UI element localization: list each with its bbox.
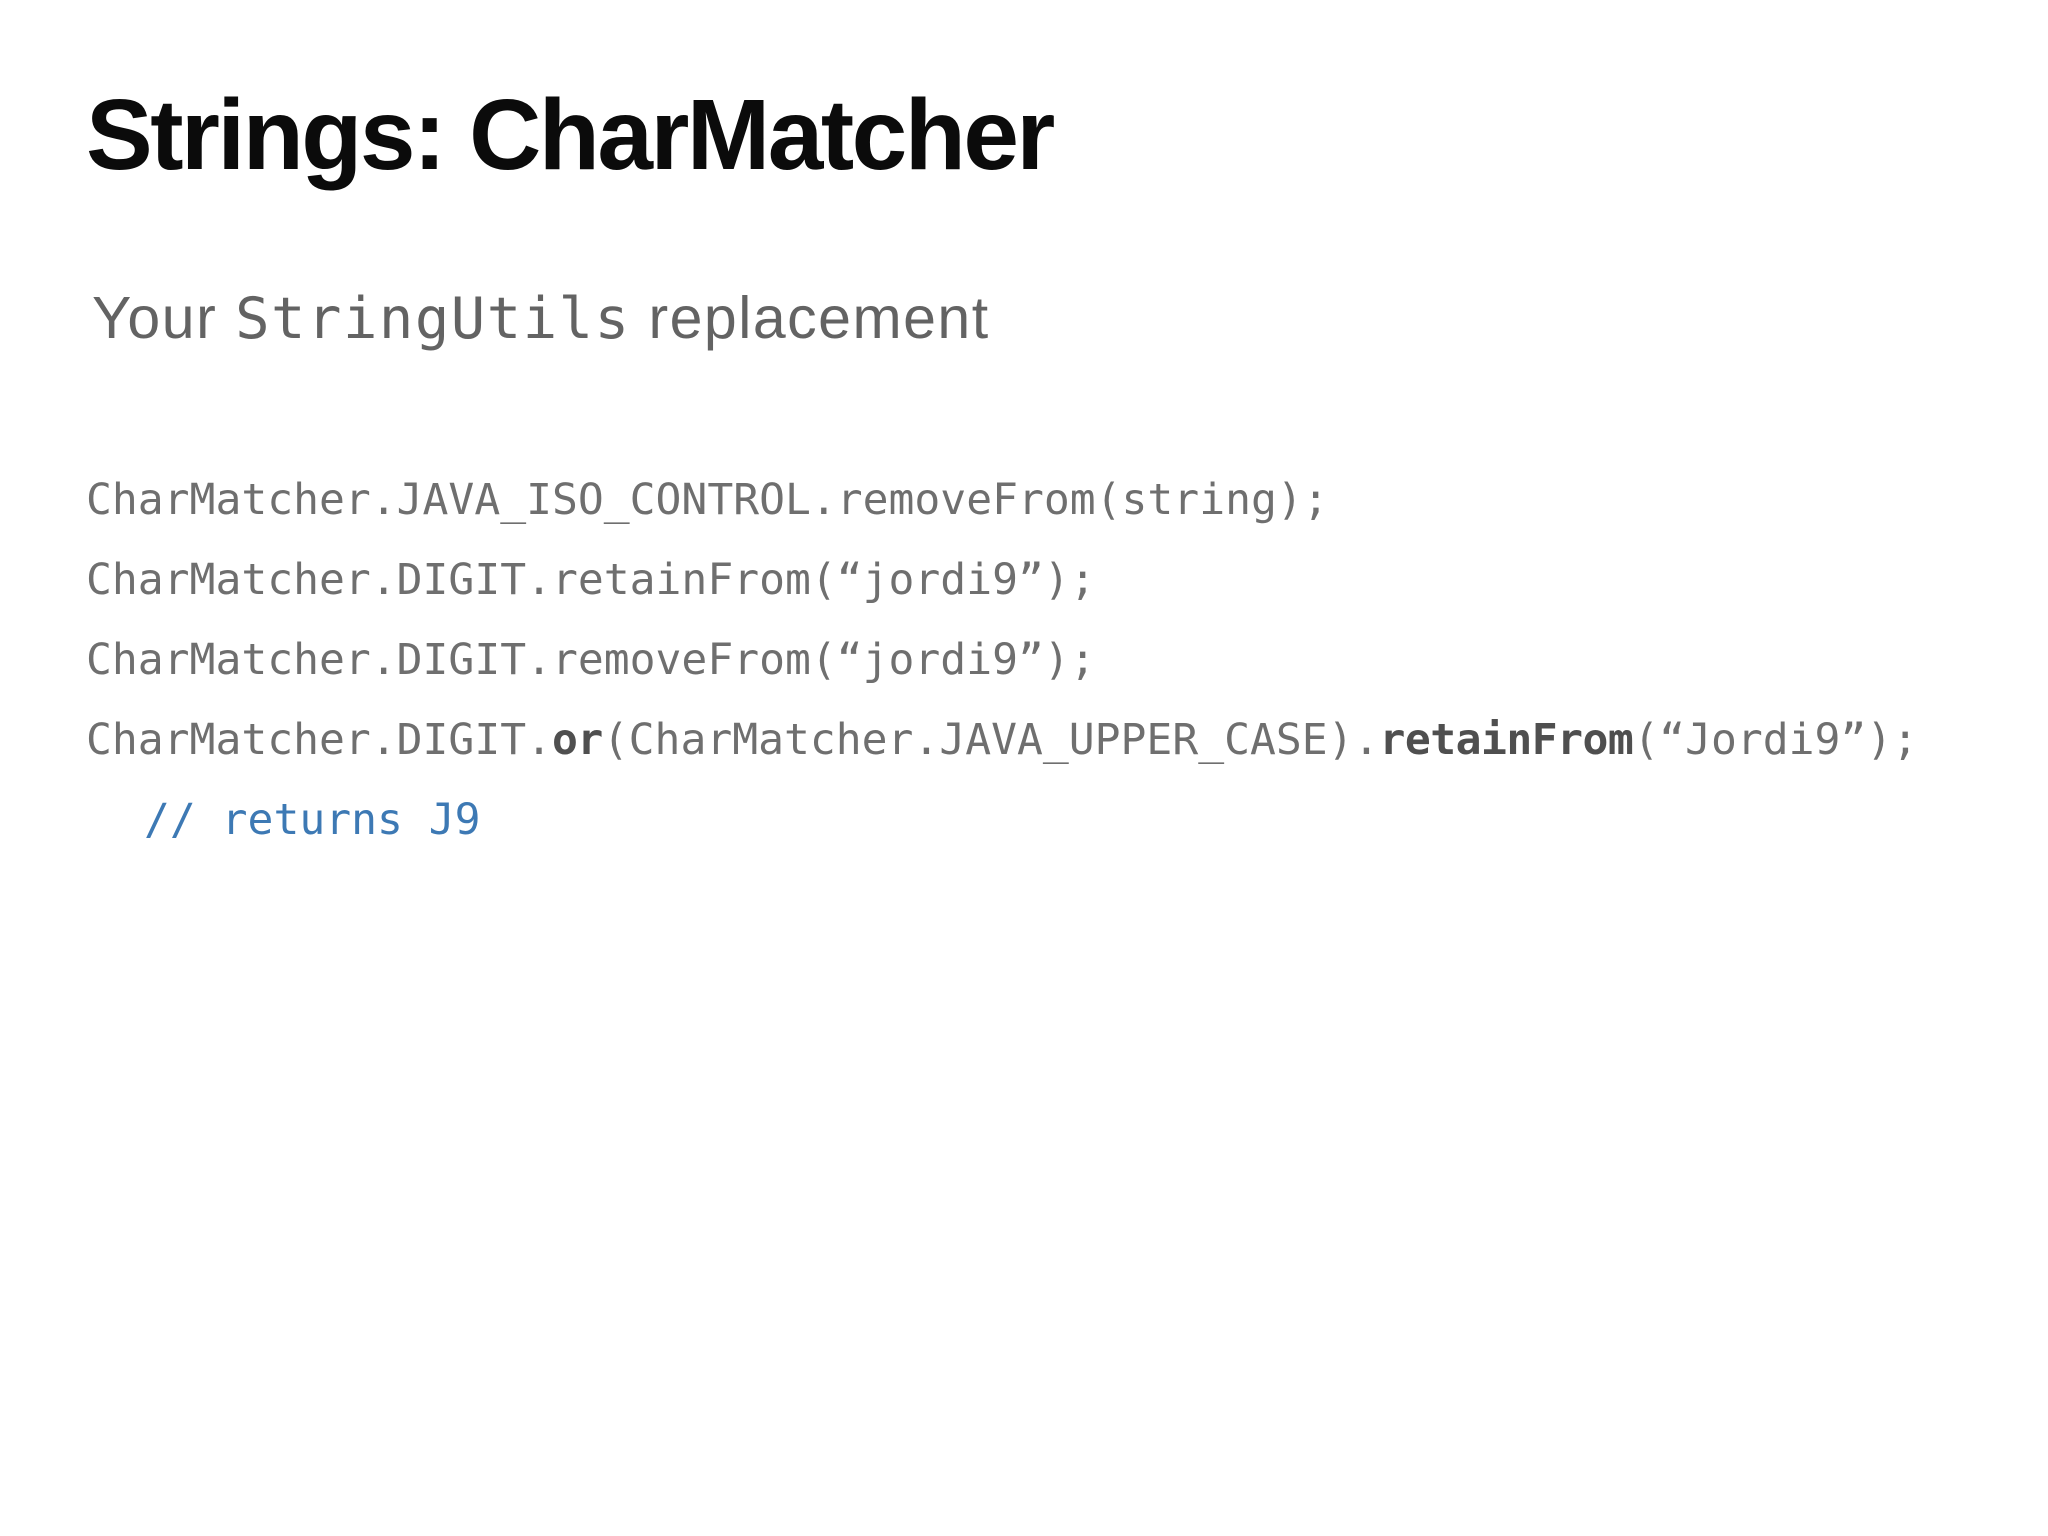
code-line: CharMatcher.DIGIT.removeFrom(“jordi9”); bbox=[86, 620, 1918, 700]
code-segment-plain: CharMatcher.DIGIT.removeFrom(“jordi9”); bbox=[86, 635, 1096, 685]
subtitle-text-after: replacement bbox=[630, 285, 990, 351]
code-segment-plain: CharMatcher.JAVA_ISO_CONTROL.removeFrom(… bbox=[86, 475, 1329, 525]
subtitle-code-term: StringUtils bbox=[235, 286, 631, 352]
code-segment-bold: or bbox=[552, 715, 603, 765]
code-line: CharMatcher.DIGIT.retainFrom(“jordi9”); bbox=[86, 540, 1918, 620]
code-segment-plain: CharMatcher.DIGIT. bbox=[86, 715, 552, 765]
code-segment-bold: retainFrom bbox=[1379, 715, 1634, 765]
code-segment-plain: (“Jordi9”); bbox=[1633, 715, 1919, 765]
code-segment-comment: // returns J9 bbox=[144, 795, 481, 845]
code-block: CharMatcher.JAVA_ISO_CONTROL.removeFrom(… bbox=[86, 460, 1918, 860]
code-line: // returns J9 bbox=[86, 780, 1918, 860]
subtitle: Your StringUtils replacement bbox=[92, 289, 990, 348]
code-segment-plain: (CharMatcher.JAVA_UPPER_CASE). bbox=[602, 715, 1380, 765]
code-line: CharMatcher.DIGIT.or(CharMatcher.JAVA_UP… bbox=[86, 700, 1918, 780]
code-line: CharMatcher.JAVA_ISO_CONTROL.removeFrom(… bbox=[86, 460, 1918, 540]
code-segment-plain: CharMatcher.DIGIT.retainFrom(“jordi9”); bbox=[86, 555, 1096, 605]
subtitle-text-before: Your bbox=[92, 285, 236, 351]
page-title: Strings: CharMatcher bbox=[86, 79, 1055, 191]
